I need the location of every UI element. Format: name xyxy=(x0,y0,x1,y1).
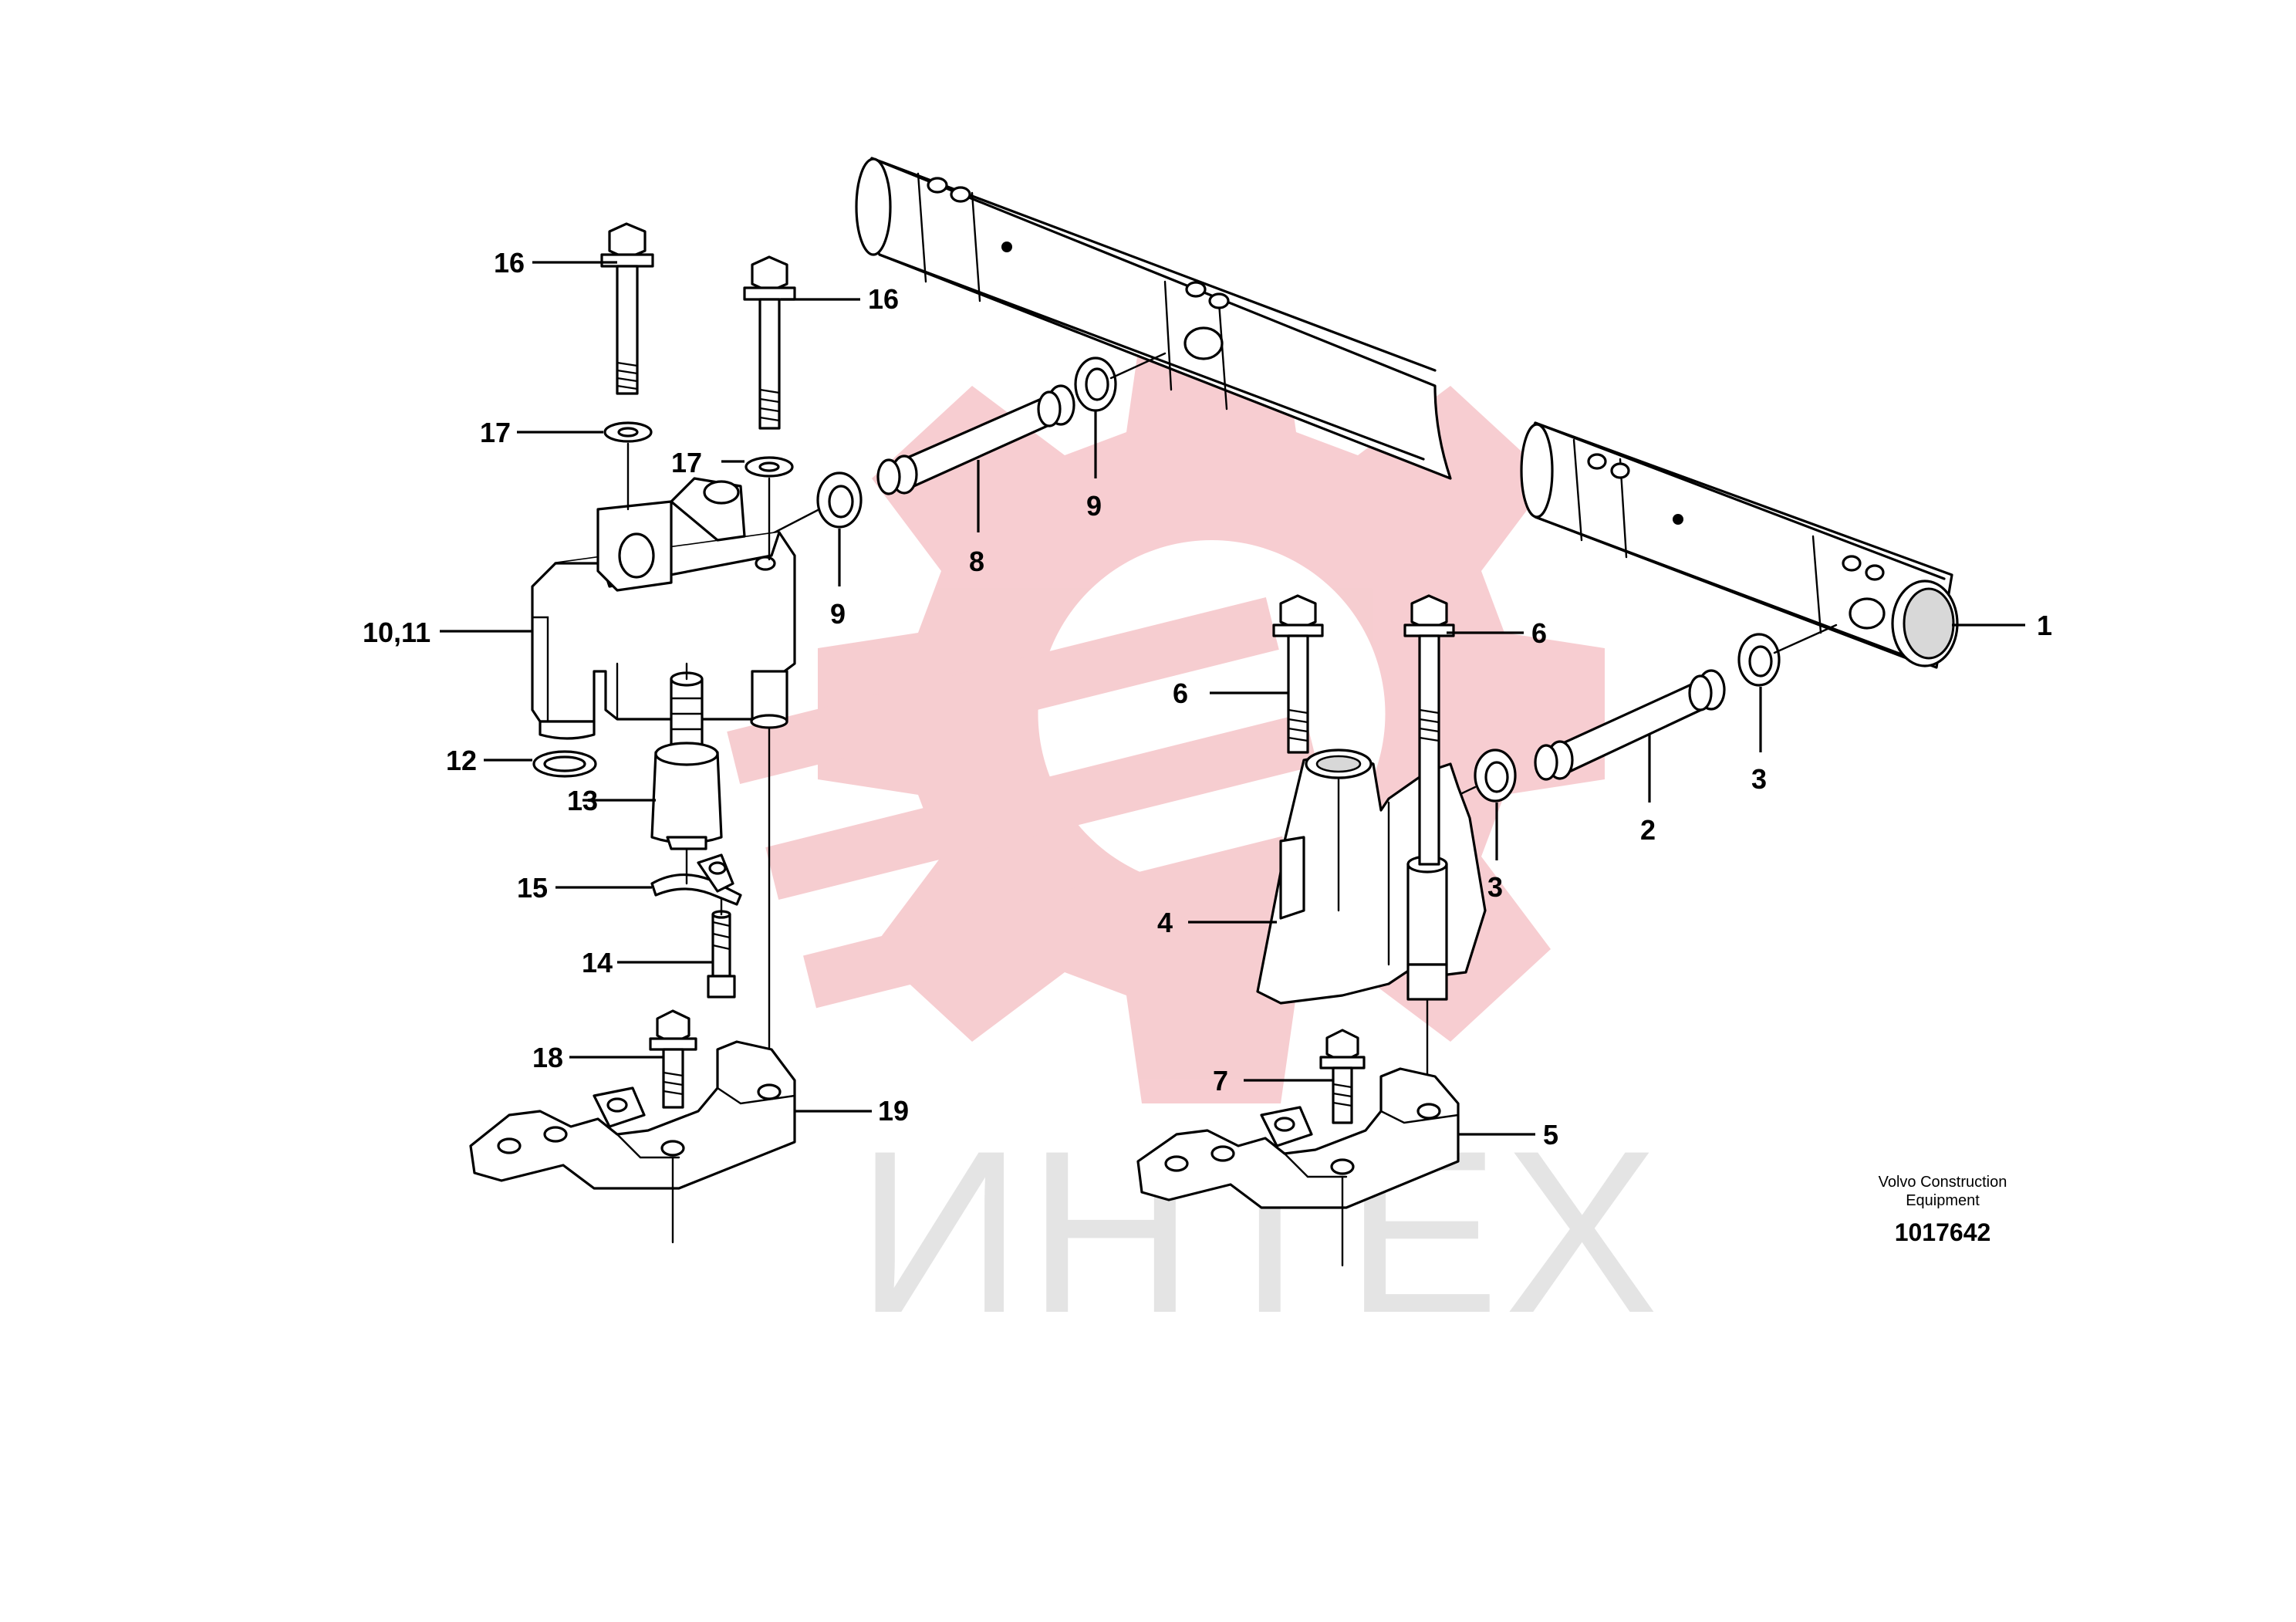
callout-18: 18 xyxy=(532,1042,563,1073)
bolt-left-inner xyxy=(743,255,796,430)
callout-7: 7 xyxy=(1213,1065,1228,1097)
watermark-gear-icon xyxy=(727,324,1605,1103)
callout-4: 4 xyxy=(1157,907,1173,938)
callout-17: 17 xyxy=(671,447,702,478)
callout-15: 15 xyxy=(517,872,548,904)
spacer-sleeve-lower xyxy=(1534,669,1726,781)
lower-rocker-shaft xyxy=(1520,421,1959,669)
washer-upper-left xyxy=(816,471,863,529)
callout-9: 9 xyxy=(830,598,846,630)
callout-6: 6 xyxy=(1173,678,1188,709)
bolt-right-left xyxy=(1272,594,1324,754)
washer-left-inner xyxy=(745,456,794,478)
credit-line2: Equipment xyxy=(1906,1192,1980,1209)
callout-3: 3 xyxy=(1487,871,1503,903)
clamp xyxy=(650,853,742,906)
credit-line1: Volvo Construction xyxy=(1879,1174,2007,1191)
callout-12: 12 xyxy=(446,745,477,776)
support-bracket-right xyxy=(1136,1067,1460,1209)
callout-16: 16 xyxy=(868,283,899,315)
bolt-left-outer xyxy=(600,222,654,395)
callout-5: 5 xyxy=(1543,1119,1558,1151)
callout-10-11: 10,11 xyxy=(363,617,430,648)
screw-clamp xyxy=(707,910,736,999)
spacer-sleeve-upper xyxy=(876,384,1075,495)
callout-3: 3 xyxy=(1751,763,1767,795)
bolt-support-left xyxy=(649,1009,697,1109)
washer-left-outer xyxy=(603,421,653,443)
bolt-support-right xyxy=(1319,1029,1366,1124)
callout-6: 6 xyxy=(1531,617,1547,649)
support-bracket-left xyxy=(469,1040,796,1190)
rocker-bracket-left xyxy=(531,477,796,740)
callout-17: 17 xyxy=(480,417,511,448)
callout-16: 16 xyxy=(494,247,525,279)
callout-1: 1 xyxy=(2037,610,2052,641)
upper-rocker-shaft xyxy=(855,157,1452,480)
callouts: 16 16 17 17 10,11 12 13 15 14 18 19 9 8 … xyxy=(363,247,2052,1151)
callout-8: 8 xyxy=(969,546,984,577)
callout-9: 9 xyxy=(1086,490,1102,522)
o-ring xyxy=(532,750,597,778)
bolt-right-right xyxy=(1403,594,1455,866)
washer-lower-left xyxy=(1474,748,1517,803)
document-number: 1017642 xyxy=(1895,1218,1991,1246)
credit-block: Volvo Construction Equipment 1017642 xyxy=(1879,1174,2007,1246)
leader-lines xyxy=(440,261,2025,1136)
callout-19: 19 xyxy=(878,1095,909,1127)
washer-upper-right xyxy=(1074,357,1117,412)
callout-13: 13 xyxy=(567,785,598,816)
washer-lower-right xyxy=(1737,633,1781,687)
callout-14: 14 xyxy=(582,947,613,978)
callout-2: 2 xyxy=(1640,814,1656,846)
